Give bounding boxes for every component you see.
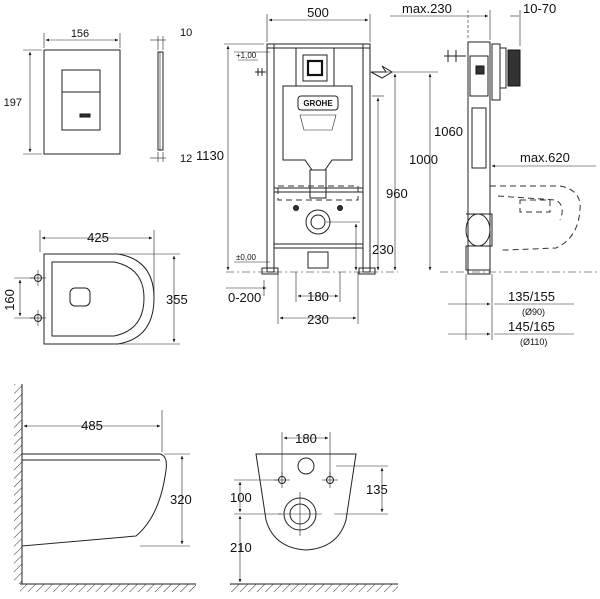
frame-height-label: 1130 [196, 148, 224, 163]
side-inlet-icon [444, 50, 466, 62]
frame-post-left [266, 43, 275, 273]
bowl-side-view: 485 320 [14, 384, 196, 592]
frame-height-1060-label: 1060 [434, 124, 463, 139]
side-valve-icon [475, 65, 485, 75]
bowl-top-outline [43, 253, 155, 345]
side-outlet-icon [465, 213, 491, 247]
flush-plate-front: 156 197 [4, 28, 121, 155]
flush-plate-side: 10 12 [150, 27, 192, 165]
bolt-icon [337, 205, 343, 211]
bowl-wall-135-label: 135 [366, 482, 388, 497]
frame-foot-range-label: 0-200 [228, 290, 261, 305]
frame-foot-spacing-label: 230 [307, 312, 329, 327]
side-max-620-label: max.620 [520, 150, 570, 165]
bowl-drain-icon [69, 287, 91, 307]
frame-height-1000-label: 1000 [409, 152, 438, 167]
bowl-back-outline [255, 453, 357, 551]
bowl-wall-100-label: 100 [230, 490, 252, 505]
inlet-hole-icon [297, 457, 315, 475]
frame-width-label: 500 [307, 5, 329, 20]
flush-plate-depth-top-label: 10 [180, 27, 192, 39]
bowl-side-length-label: 485 [81, 418, 103, 433]
flush-opening-icon [306, 59, 324, 77]
flush-plate-depth-bottom-label: 12 [180, 153, 192, 165]
brand-plate [297, 95, 339, 111]
side-flush-plate [507, 49, 521, 87]
installation-frame-front: GROHE +1,00 ±0,00 500 [196, 5, 463, 327]
side-bowl-outline-dashed [490, 185, 581, 251]
bolt-icon [293, 205, 299, 211]
bowl-wall-210-label: 210 [230, 540, 252, 555]
flush-plate-outline [43, 49, 121, 155]
side-max-230-label: max.230 [402, 1, 452, 16]
bowl-side-height-label: 320 [170, 492, 192, 507]
flush-button [61, 69, 101, 131]
frame-offset-top-label: +1,00 [236, 51, 257, 60]
bowl-top-width-label: 425 [87, 230, 109, 245]
bowl-outline-dashed [277, 185, 359, 201]
side-range-10-70-label: 10-70 [523, 1, 556, 16]
frame-side-post [467, 41, 491, 275]
bowl-top-view: 425 355 160 [2, 230, 188, 345]
flush-plate-height-label: 197 [4, 97, 22, 109]
floor-hatch [20, 584, 196, 592]
bowl-top-depth-label: 355 [166, 292, 188, 307]
flush-plate-profile [157, 51, 164, 151]
bowl-wall-hole-spacing-label: 180 [295, 431, 317, 446]
frame-outlet-height-label: 230 [372, 242, 394, 257]
side-dia-90-label: (Ø90) [522, 307, 545, 317]
bowl-top-hole-spacing-label: 160 [2, 289, 17, 311]
water-inlet-left-icon [255, 68, 266, 76]
flush-plate-width-label: 156 [71, 28, 89, 40]
frame-post-right [362, 43, 371, 273]
frame-offset-floor-label: ±0,00 [236, 253, 257, 262]
cistern-top-box [295, 47, 335, 87]
side-depth-135-155-label: 135/155 [508, 289, 555, 304]
bowl-wall-view: 180 135 100 210 [230, 431, 398, 592]
side-cistern [471, 107, 487, 169]
installation-frame-side: max.230 10-70 max.620 135/155 (Ø90) 145/… [390, 1, 598, 347]
side-dia-110-label: (Ø110) [520, 337, 547, 347]
frame-height-960-label: 960 [386, 186, 408, 201]
wall-hatch [14, 384, 22, 584]
brand-mark-icon [79, 113, 91, 118]
side-depth-145-165-label: 145/165 [508, 319, 555, 334]
brand-label: GROHE [303, 99, 333, 108]
frame-bolt-spacing-label: 180 [307, 289, 329, 304]
bowl-side-outline [21, 453, 167, 547]
